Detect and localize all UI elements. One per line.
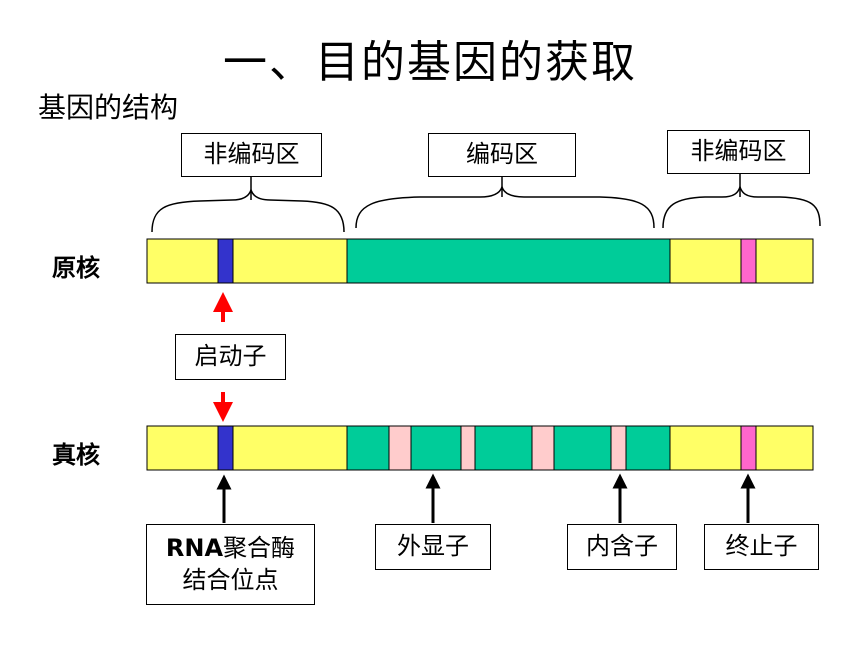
rna-pol-line1: RNA聚合酶 <box>166 533 295 564</box>
euk-intron-3 <box>531 425 555 471</box>
label-terminator: 终止子 <box>704 524 819 570</box>
prok-noncoding-left <box>146 238 348 284</box>
euk-noncoding-left <box>146 425 348 471</box>
row-label-prokaryote: 原核 <box>52 254 100 282</box>
label-coding: 编码区 <box>428 133 576 177</box>
euk-intron-4 <box>610 425 627 471</box>
label-exon: 外显子 <box>375 524 491 570</box>
page-title: 一、目的基因的获取 <box>223 37 637 88</box>
rna-pol-rest: 聚合酶 <box>223 534 296 563</box>
rna-pol-line2: 结合位点 <box>182 565 279 594</box>
row-label-eukaryote: 真核 <box>52 441 100 469</box>
prok-promoter-site <box>217 238 234 284</box>
euk-intron-1 <box>388 425 412 471</box>
prok-terminator-site <box>740 238 757 284</box>
section-subtitle: 基因的结构 <box>38 91 179 124</box>
brace-noncoding-left <box>151 187 345 233</box>
brace-coding <box>355 184 655 229</box>
euk-intron-2 <box>460 425 476 471</box>
label-intron: 内含子 <box>567 524 677 570</box>
eukaryote-gene-bar <box>146 425 814 471</box>
label-noncoding-left: 非编码区 <box>181 133 322 177</box>
euk-promoter-site <box>217 425 234 471</box>
label-promoter: 启动子 <box>175 334 286 380</box>
rna-pol-bold: RNA <box>165 534 224 563</box>
prok-coding-region <box>346 238 671 284</box>
prokaryote-gene-bar <box>146 238 814 284</box>
brace-noncoding-right <box>662 184 821 229</box>
label-noncoding-right: 非编码区 <box>667 130 810 174</box>
euk-terminator-site <box>740 425 757 471</box>
label-rna-polymerase-site: RNA聚合酶 结合位点 <box>146 524 315 605</box>
